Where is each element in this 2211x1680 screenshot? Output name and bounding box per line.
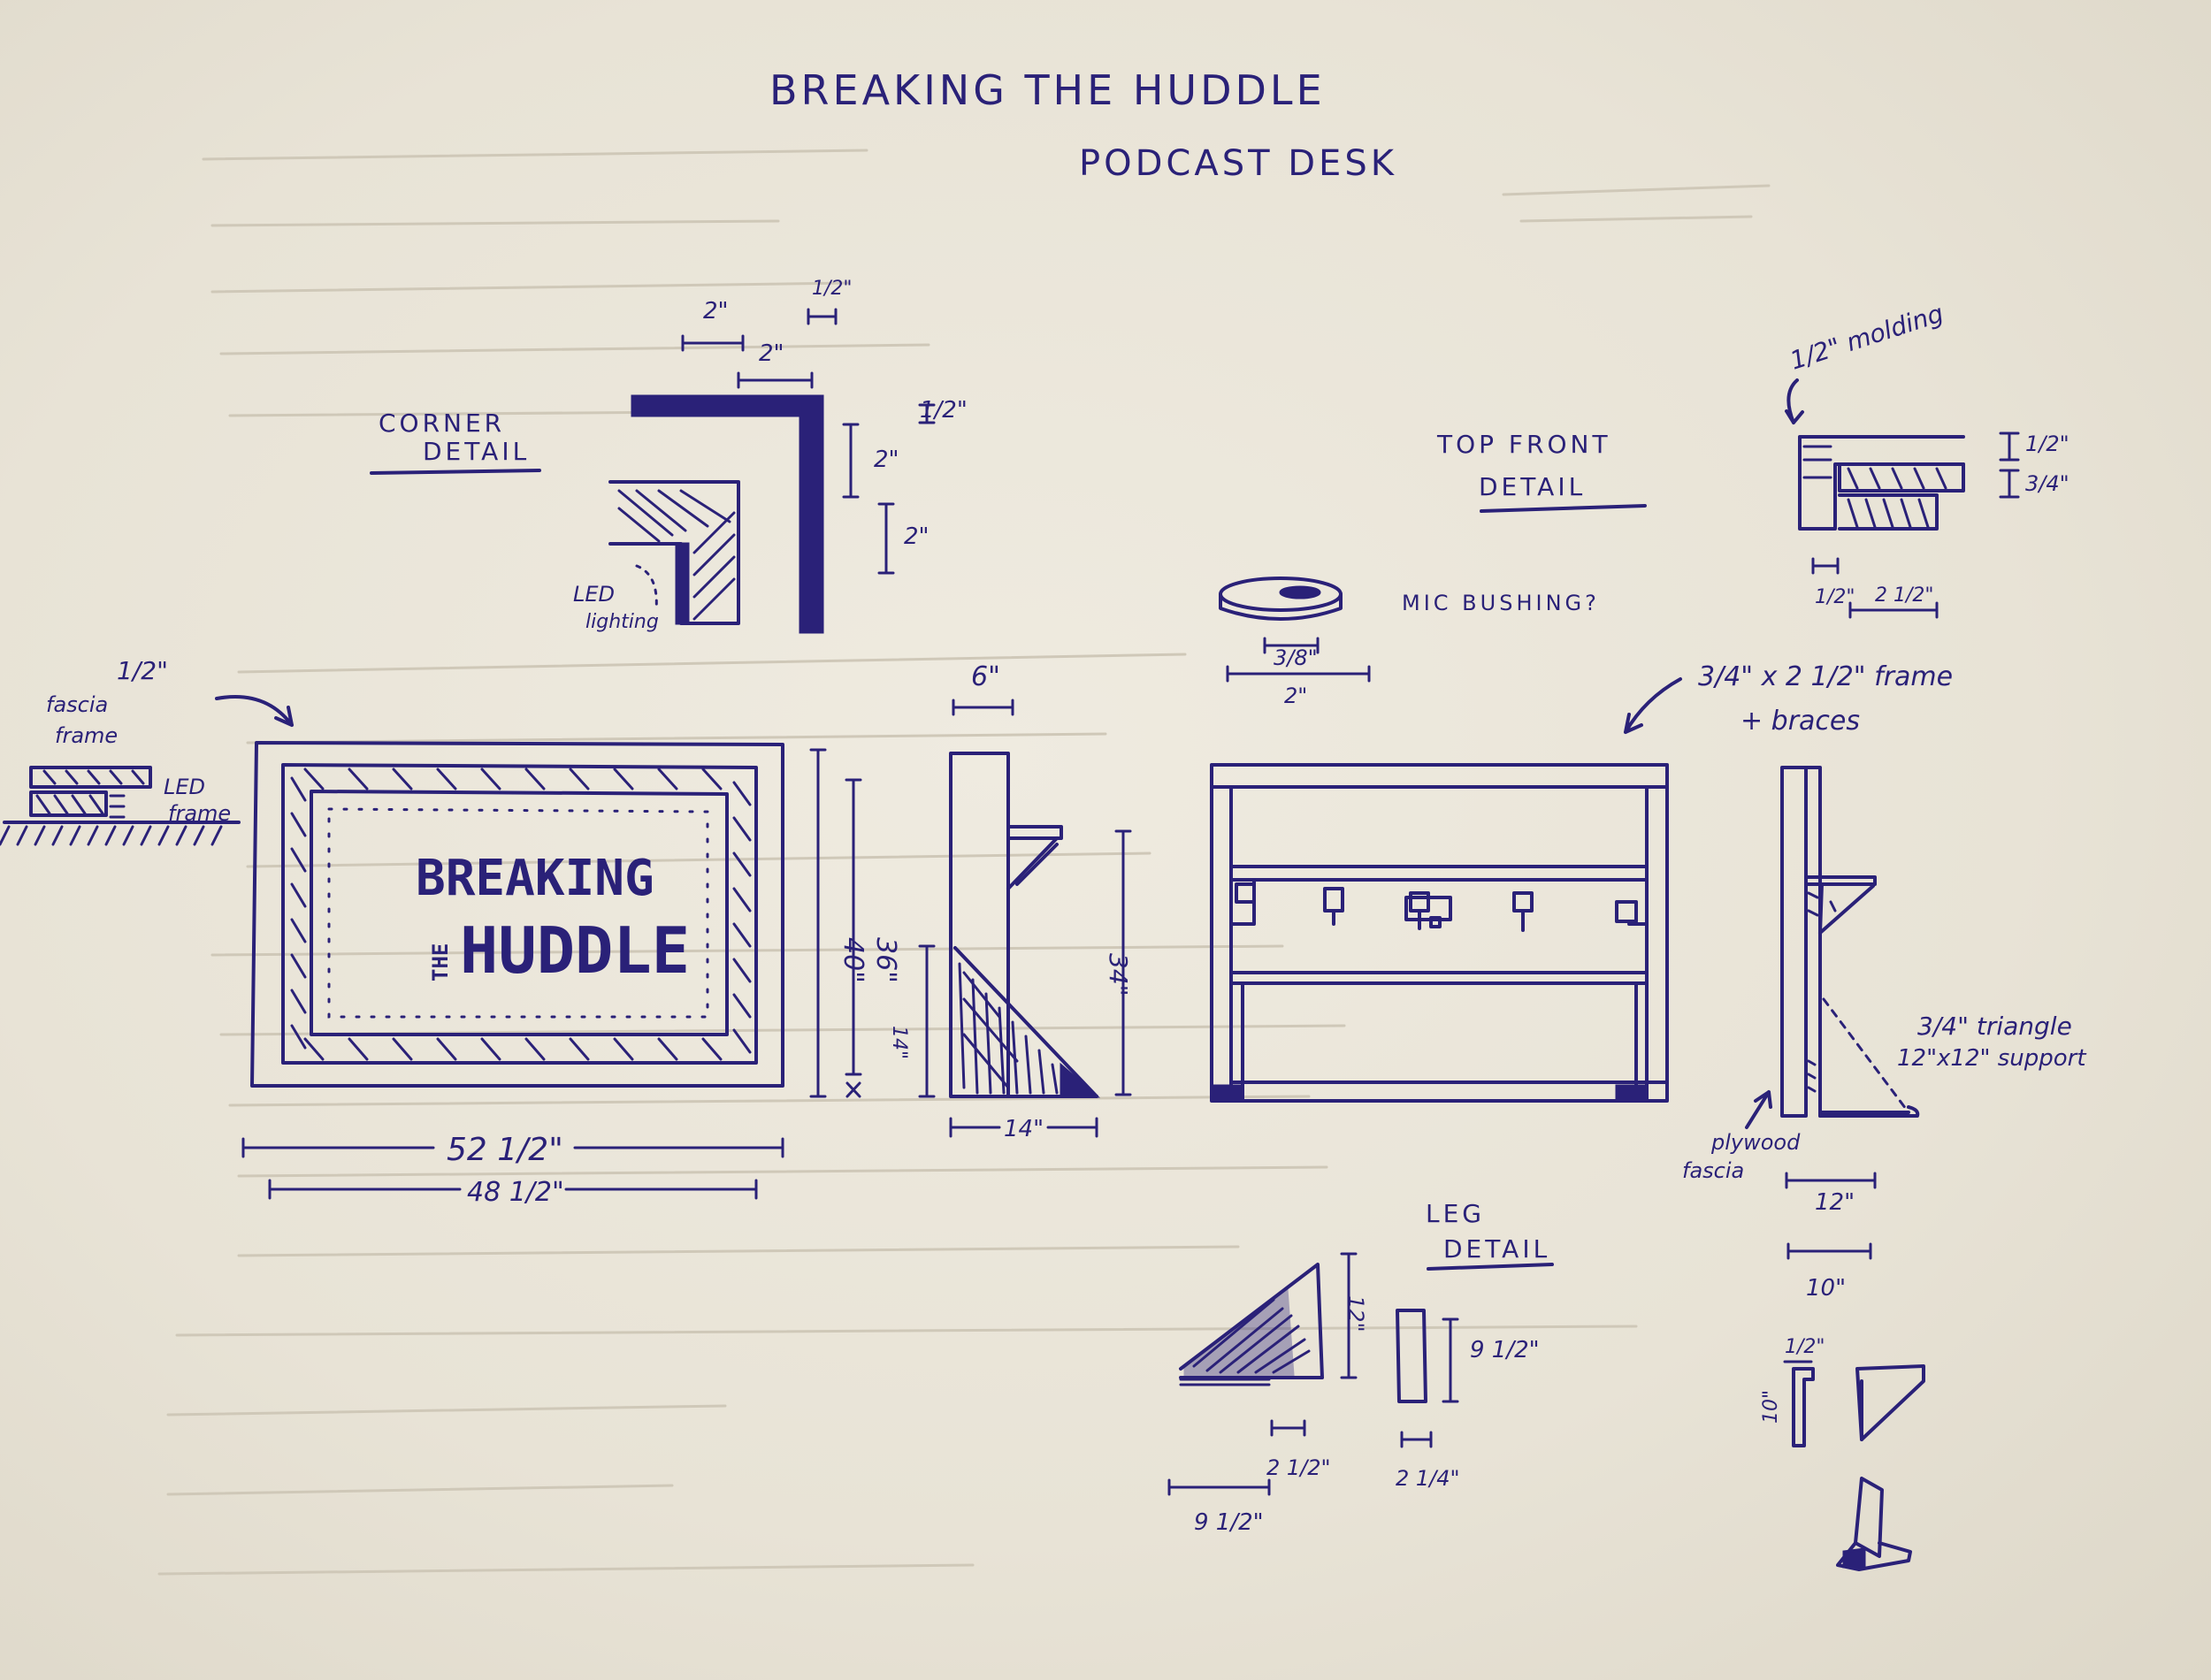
molding-label: 1/2" molding	[1786, 299, 1947, 376]
leg-detail-label-2: DETAIL	[1443, 1234, 1550, 1264]
dim-small-10: 10"	[1760, 1390, 1782, 1424]
mic-bushing: MIC BUSHING? 3/8" 2"	[1219, 577, 1600, 708]
triangle-support-label-1: 3/4" triangle	[1917, 1012, 2072, 1041]
dim-leg-2half: 2 1/2"	[1266, 1455, 1331, 1480]
dim-front-48: 48 1/2"	[467, 1177, 564, 1208]
dim-bushing-3-8: 3/8"	[1274, 645, 1318, 670]
leg-detail-label-1: LEG	[1426, 1199, 1485, 1228]
dim-bushing-2: 2"	[1284, 683, 1307, 708]
fascia-frame-section: 1/2" fascia frame LED frame	[0, 656, 294, 846]
dim-front-36: 36"	[870, 937, 901, 983]
frame-braces-label-2: + braces	[1740, 706, 1860, 737]
dim-top-2half: 2 1/2"	[1875, 584, 1934, 607]
dim-corner-2d: 2"	[904, 523, 930, 550]
dim-top-half-b: 1/2"	[1815, 586, 1855, 608]
dim-leg-9half: 9 1/2"	[1470, 1337, 1540, 1363]
dim-corner-2a: 2"	[703, 298, 729, 325]
dim-fascia-half: 1/2"	[117, 656, 168, 685]
logo-the: THE	[428, 943, 453, 981]
dim-front-52: 52 1/2"	[447, 1132, 563, 1168]
desk-brace-tabs	[1229, 878, 1649, 932]
corner-detail: CORNER DETAIL LED lighting 2" 1/2" 2" 1/…	[370, 278, 968, 634]
dim-leg-2quarter: 2 1/4"	[1396, 1466, 1460, 1491]
dim-leg-9half-b: 9 1/2"	[1194, 1509, 1264, 1536]
small-part-sketches: 1/2" 10"	[1760, 1336, 1925, 1571]
led-frame-label-2: frame	[168, 801, 231, 826]
dim-side-34: 34"	[1104, 953, 1133, 997]
fascia-frame-label-1: fascia	[46, 692, 108, 717]
led-frame-label-1: LED	[164, 775, 205, 799]
dim-side-14w: 14"	[1004, 1116, 1044, 1142]
plywood-fascia-label-1: plywood	[1710, 1130, 1801, 1155]
side-view: 6" 14" 34" 14"	[888, 661, 1133, 1142]
plywood-fascia-label-2: fascia	[1682, 1158, 1744, 1183]
dim-right-10: 10"	[1806, 1275, 1846, 1302]
desk-frame-view	[1210, 763, 1669, 1103]
fascia-frame-label-2: frame	[55, 723, 118, 748]
dim-corner-2b: 2"	[759, 340, 784, 367]
leg-detail: LEG DETAIL 12" 9 1/2" 2 1/2" 9 1/2" 2 1/…	[1167, 1199, 1554, 1536]
dim-side-6: 6"	[971, 661, 1000, 692]
corner-detail-label-2: DETAIL	[423, 437, 530, 466]
frame-braces-label-1: 3/4" x 2 1/2" frame	[1698, 661, 1953, 692]
dim-right-12: 12"	[1815, 1189, 1855, 1216]
dim-corner-half-top: 1/2"	[812, 278, 853, 300]
top-front-detail: TOP FRONT DETAIL 1/2" molding 1/2" 3/4" …	[1436, 299, 2069, 619]
top-front-label-2: DETAIL	[1479, 472, 1586, 501]
dim-front-40: 40"	[838, 937, 868, 983]
dim-small-half: 1/2"	[1785, 1336, 1825, 1358]
led-lighting-label-2: lighting	[585, 611, 659, 633]
front-view: BREAKING THE HUDDLE 40" 36" 52 1/2" 48 1…	[241, 741, 901, 1208]
dim-top-3-4: 3/4"	[2025, 471, 2069, 496]
bleed-through-lines	[157, 149, 1771, 1576]
led-lighting-label-1: LED	[573, 582, 615, 607]
mic-bushing-label: MIC BUSHING?	[1402, 591, 1600, 615]
triangle-support-label-2: 12"x12" support	[1897, 1045, 2086, 1072]
logo-line-2: HUDDLE	[460, 913, 690, 988]
dim-top-half: 1/2"	[2025, 431, 2069, 456]
dim-corner-2c: 2"	[874, 447, 899, 473]
top-front-label-1: TOP FRONT	[1436, 430, 1611, 459]
logo-line-1: BREAKING	[416, 850, 654, 907]
corner-detail-label-1: CORNER	[379, 409, 505, 438]
dim-leg-12: 12"	[1343, 1295, 1368, 1333]
dim-side-14h: 14"	[888, 1026, 910, 1059]
right-side-section: 3/4" x 2 1/2" frame + braces 3/4" triang…	[1624, 661, 2086, 1302]
title-line-2: PODCAST DESK	[1079, 143, 1397, 184]
title-line-1: BREAKING THE HUDDLE	[769, 66, 1326, 114]
